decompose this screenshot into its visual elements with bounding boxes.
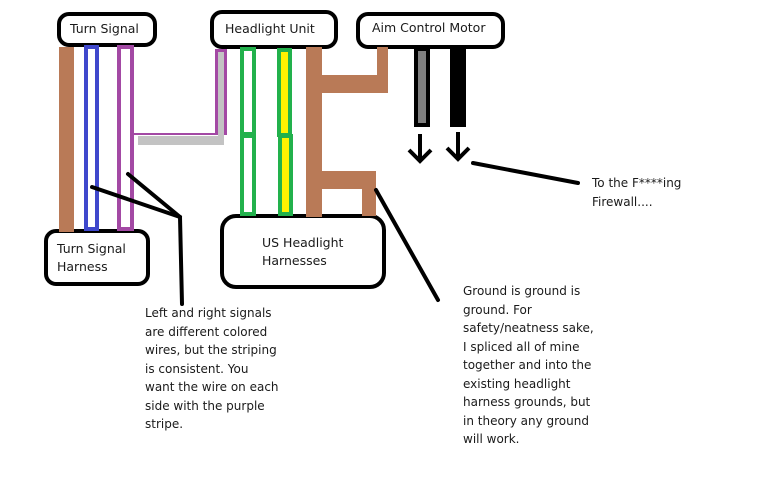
down-arrow-icon xyxy=(407,134,433,164)
aim-control-motor-box xyxy=(356,12,505,49)
us-headlight-harnesses-box xyxy=(220,214,386,289)
green-yellow-wire-lower xyxy=(278,134,293,216)
turn-signal-purple-wire xyxy=(117,45,134,231)
aim-control-motor-label: Aim Control Motor xyxy=(372,20,486,35)
green-wire-lower xyxy=(240,134,256,216)
firewall-note: To the F****ing Firewall.... xyxy=(592,176,682,209)
gray-connector-horizontal xyxy=(138,138,224,145)
firewall-pointer-line xyxy=(471,161,580,185)
down-arrow-icon xyxy=(445,132,471,162)
gray-connector-vertical xyxy=(218,52,224,138)
ground-lower-drop xyxy=(362,171,376,216)
us-headlight-harnesses-label: US Headlight Harnesses xyxy=(262,235,344,268)
green-wire-upper xyxy=(240,47,256,136)
headlight-unit-label: Headlight Unit xyxy=(225,21,315,36)
signals-pointer-line xyxy=(90,172,184,306)
ground-to-aim-motor xyxy=(377,47,388,93)
aim-motor-black-wire xyxy=(450,47,466,127)
headlight-unit-box xyxy=(210,10,338,49)
turn-signal-blue-wire xyxy=(84,45,99,231)
ground-pointer-line xyxy=(374,188,440,302)
gray-connector-fill xyxy=(138,52,224,138)
ground-note: Ground is ground is ground. For safety/n… xyxy=(463,284,594,446)
aim-motor-gray-wire xyxy=(414,47,430,127)
purple-gray-connector-wire xyxy=(134,49,227,135)
turn-signal-label: Turn Signal xyxy=(70,21,139,36)
turn-signal-harness-label: Turn Signal Harness xyxy=(57,241,126,274)
ground-upper-branch xyxy=(322,75,388,93)
ground-main-wire xyxy=(306,47,322,217)
green-yellow-wire-upper xyxy=(277,48,292,137)
turn-signal-ground-wire xyxy=(59,47,74,232)
signals-note: Left and right signals are different col… xyxy=(145,306,279,431)
turn-signal-box xyxy=(57,12,157,47)
